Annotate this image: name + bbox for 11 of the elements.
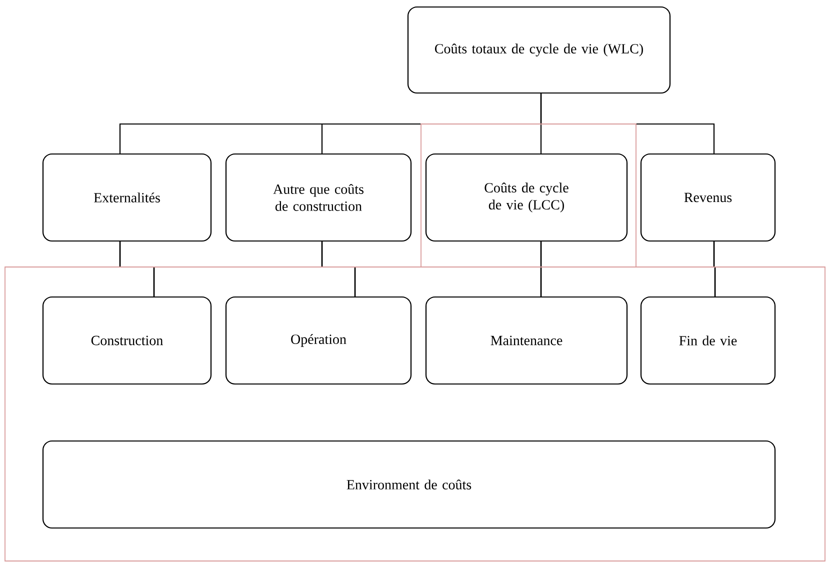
process-box: Revenus (640, 153, 776, 242)
process-box: Coûts totaux de cycle de vie (WLC) (407, 6, 671, 94)
process-box: Autre que coûts de construction (225, 153, 412, 242)
process-box: Construction (42, 296, 212, 385)
connector-line (713, 242, 716, 296)
process-box: Environment de coûts (42, 440, 776, 529)
process-box: Maintenance (425, 296, 628, 385)
process-box: Fin de vie (640, 296, 776, 385)
process-box: Coûts de cycle de vie (LCC) (425, 153, 628, 242)
process-box: Opération (225, 296, 412, 385)
process-box: Externalités (42, 153, 212, 242)
